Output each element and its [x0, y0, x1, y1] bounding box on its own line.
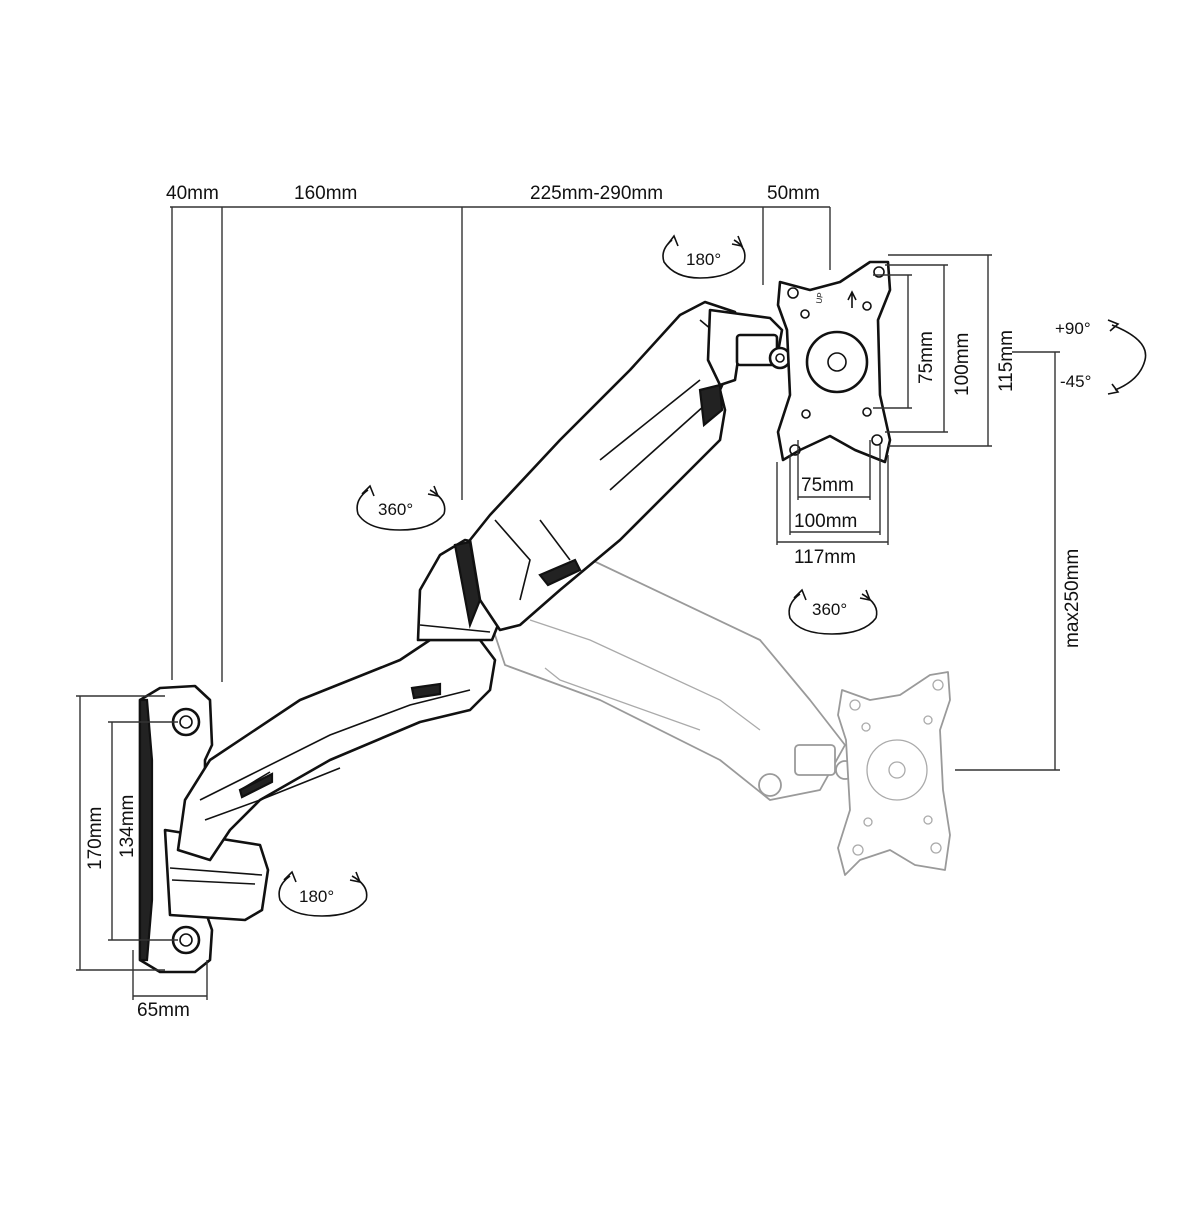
dim-115mm-vertical-label: 115mm [996, 330, 1017, 392]
rotation-tilt: +90° -45° [1055, 319, 1147, 395]
upper-arm [468, 300, 744, 632]
wall-plate-dimensions: 170mm 134mm 65mm [76, 695, 208, 1021]
tilt-head [706, 308, 792, 387]
rotation-middle-360: 360° [356, 484, 446, 531]
dim-75mm-horizontal-label: 75mm [801, 475, 854, 496]
rotation-top-180: 180° [662, 234, 746, 279]
ghost-arm-lowered [469, 544, 855, 801]
dim-160mm-label: 160mm [294, 183, 357, 204]
rotation-base-180: 180° [278, 870, 368, 917]
dim-170mm-label: 170mm [85, 807, 106, 870]
vesa-horizontal-dimensions: 75mm 100mm 117mm [776, 440, 889, 568]
dim-50mm-label: 50mm [767, 183, 820, 204]
tilt-plus-90-label: +90° [1055, 319, 1091, 338]
tilt-minus-45-label: -45° [1060, 372, 1091, 391]
dim-100mm-horizontal-label: 100mm [794, 511, 857, 532]
vesa-plate: UP [776, 260, 892, 464]
rotation-top-180-label: 180° [686, 250, 721, 269]
top-dimension-group: 40mm 160mm 225mm-290mm 50mm [166, 183, 831, 682]
plate-up-mark: UP [814, 292, 825, 305]
rotation-base-180-label: 180° [299, 887, 334, 906]
ghost-vesa-plate [837, 671, 951, 876]
max-height-dimension: max250mm [955, 351, 1083, 771]
dim-75mm-vertical-label: 75mm [916, 331, 937, 384]
rotation-middle-360-label: 360° [378, 500, 413, 519]
dim-100mm-vertical-label: 100mm [952, 333, 973, 396]
dim-65mm-label: 65mm [137, 1000, 190, 1021]
dim-117mm-horizontal-label: 117mm [794, 547, 856, 568]
rotation-vesa-360-label: 360° [812, 600, 847, 619]
dim-40mm-label: 40mm [166, 183, 219, 204]
dim-max250mm-label: max250mm [1062, 549, 1083, 648]
lower-arm [176, 638, 497, 862]
vesa-vertical-dimensions: 75mm 100mm 115mm [873, 254, 1017, 447]
wall-plate [138, 684, 214, 974]
rotation-vesa-360: 360° [788, 588, 878, 635]
dim-134mm-label: 134mm [117, 795, 138, 858]
dim-225-290mm-label: 225mm-290mm [530, 183, 663, 204]
